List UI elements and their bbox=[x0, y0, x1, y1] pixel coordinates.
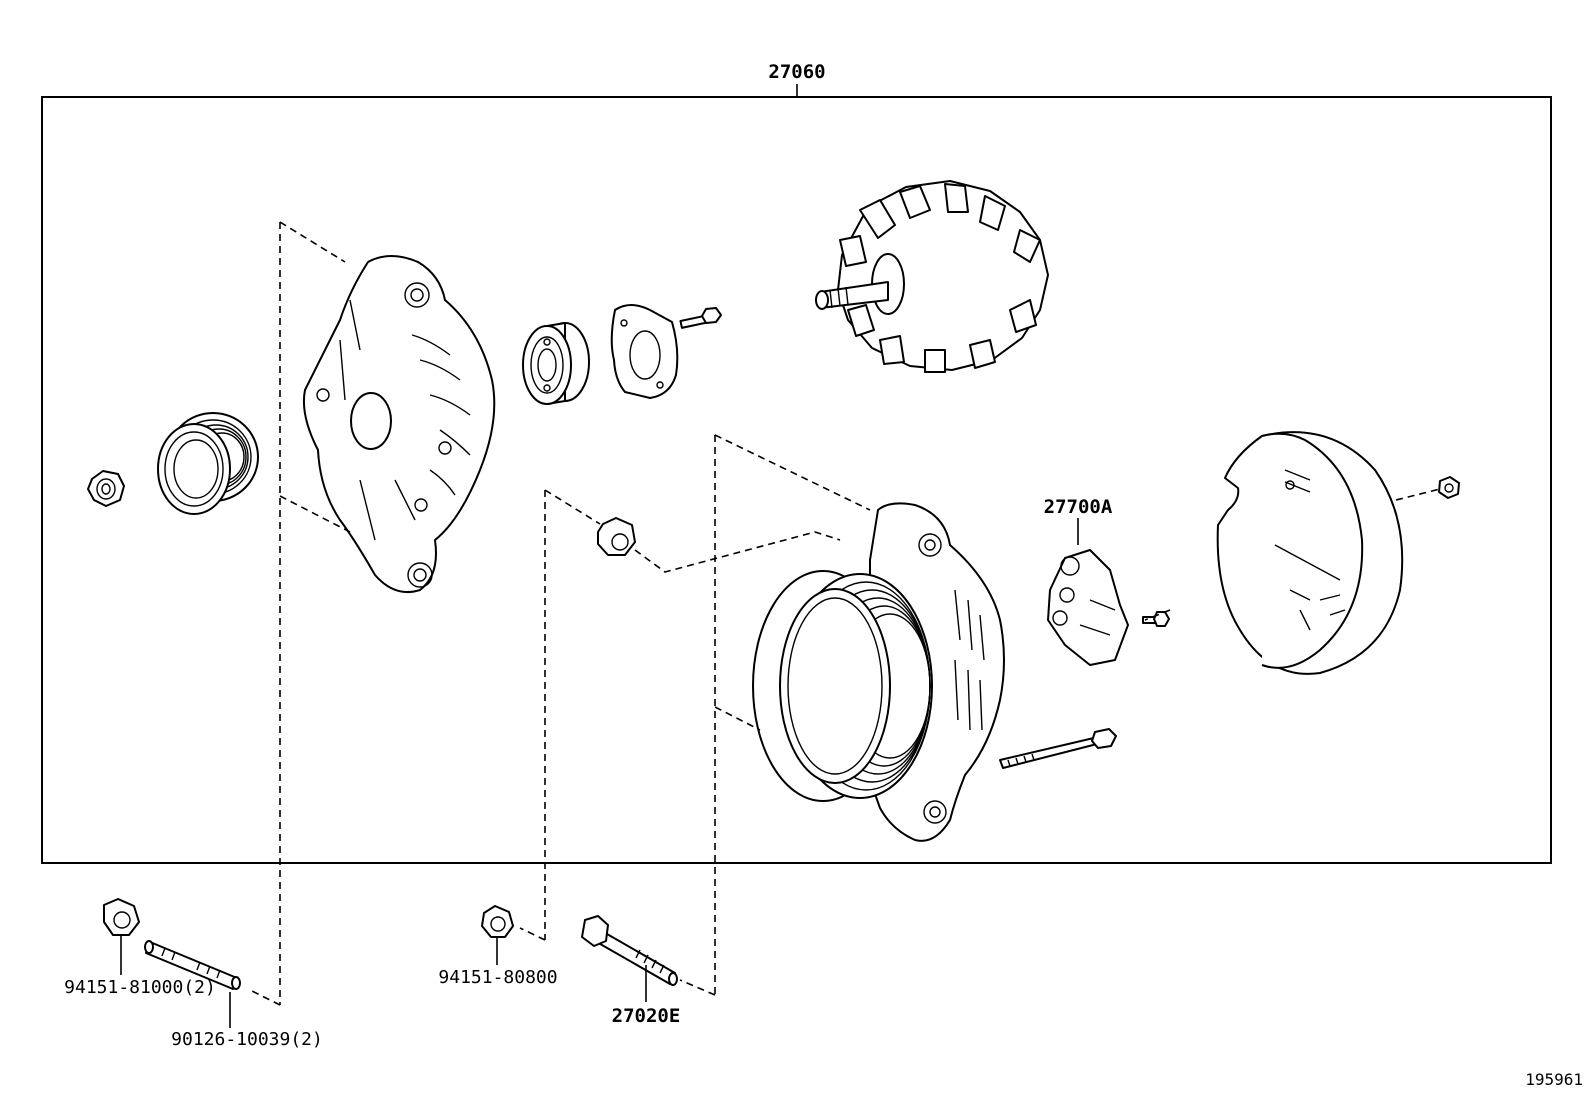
stud-bolt[interactable] bbox=[144, 940, 241, 990]
pulley[interactable] bbox=[157, 412, 259, 515]
through-bolt-27020E[interactable] bbox=[581, 915, 678, 986]
nut-94151-80800[interactable] bbox=[481, 905, 514, 938]
rectifier-end-frame[interactable] bbox=[752, 502, 1005, 842]
label-94151-81000[interactable]: 94151-81000(2) bbox=[64, 977, 216, 998]
rotor[interactable] bbox=[815, 180, 1049, 373]
through-bolt-inner[interactable] bbox=[999, 728, 1117, 769]
label-90126-10039[interactable]: 90126-10039(2) bbox=[171, 1029, 323, 1050]
diagram-reference-number: 195961 bbox=[1525, 1070, 1583, 1089]
label-27020E[interactable]: 27020E bbox=[612, 1005, 681, 1027]
drive-end-frame[interactable] bbox=[302, 255, 496, 594]
nut-94151-81000[interactable] bbox=[103, 898, 140, 936]
label-27060[interactable]: 27060 bbox=[768, 61, 825, 83]
label-94151-80800[interactable]: 94151-80800 bbox=[438, 967, 557, 988]
assembly-lines bbox=[249, 221, 1441, 1006]
pulley-nut[interactable] bbox=[87, 470, 125, 507]
label-27700A[interactable]: 27700A bbox=[1044, 496, 1113, 518]
cover-nut[interactable] bbox=[1438, 476, 1460, 499]
bearing[interactable] bbox=[522, 322, 590, 405]
retainer-screw[interactable] bbox=[679, 307, 722, 329]
brush-holder[interactable] bbox=[1047, 549, 1129, 666]
collar-nut[interactable] bbox=[597, 517, 636, 556]
bearing-retainer[interactable] bbox=[610, 304, 679, 399]
rear-end-cover[interactable] bbox=[1216, 431, 1404, 675]
